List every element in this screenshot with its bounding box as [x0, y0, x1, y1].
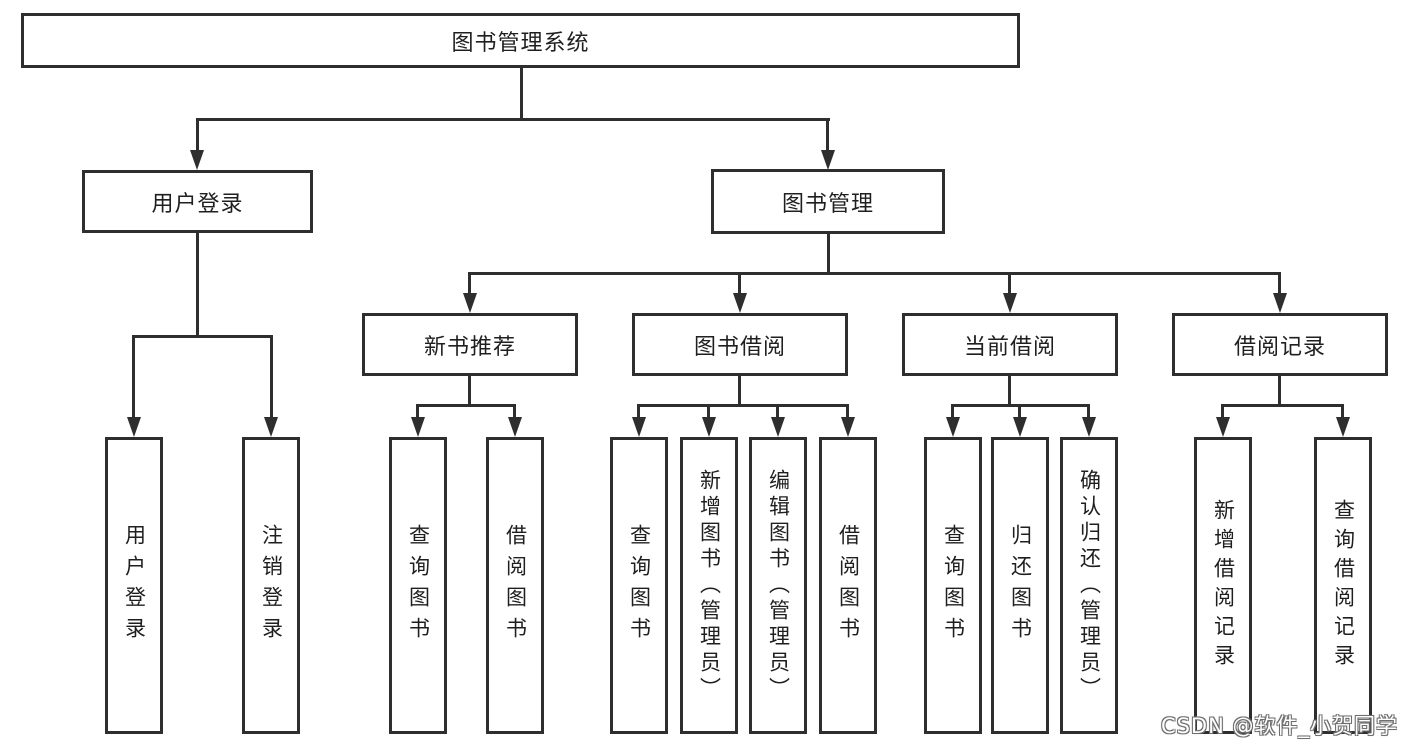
connector-rail	[637, 404, 849, 407]
connector-drop	[270, 337, 273, 418]
node-label: 归还图书	[1008, 523, 1033, 648]
node-label: 用户登录	[122, 523, 147, 648]
node-library-management-system: 图书管理系统	[21, 13, 1020, 68]
arrow-down	[1003, 293, 1017, 313]
node-user-login-leaf: 用户登录	[105, 437, 163, 734]
connector-drop	[776, 406, 779, 418]
node-query-books-borrowing: 查询图书	[610, 437, 668, 734]
node-book-borrowing: 图书借阅	[632, 313, 848, 376]
arrow-down	[190, 150, 204, 170]
node-label: 借阅记录	[1233, 334, 1326, 360]
connector-stem	[520, 68, 523, 121]
connector-drop	[846, 406, 849, 418]
connector-rail	[196, 118, 830, 121]
node-label: 图书借阅	[693, 334, 786, 360]
node-edit-books-admin: 编辑图书（管理员）	[749, 437, 807, 734]
connector-drop	[637, 406, 640, 418]
arrow-down	[946, 417, 960, 437]
node-label: 借阅图书	[836, 523, 861, 648]
node-label: 用户登录	[151, 191, 244, 217]
node-label: 查询图书	[941, 523, 966, 648]
connector-stem	[1278, 375, 1281, 406]
connector-drop	[468, 274, 471, 294]
watermark: CSDN @软件_小贺同学	[1160, 714, 1398, 738]
node-label: 编辑图书（管理员）	[766, 468, 791, 703]
node-borrow-books: 借阅图书	[819, 437, 877, 734]
arrow-down	[841, 417, 855, 437]
arrow-down	[127, 417, 141, 437]
arrow-down	[508, 417, 522, 437]
node-confirm-return-admin: 确认归还（管理员）	[1060, 437, 1118, 734]
connector-drop	[1018, 406, 1021, 418]
connector-drop	[951, 406, 954, 418]
node-new-book-recommendation: 新书推荐	[362, 313, 578, 376]
arrow-down	[1273, 293, 1287, 313]
node-label: 注销登录	[259, 523, 284, 648]
connector-drop	[1278, 274, 1281, 294]
node-label: 查询图书	[627, 523, 652, 648]
connector-stem	[827, 233, 830, 274]
connector-stem	[468, 375, 471, 406]
node-user-login: 用户登录	[82, 170, 313, 233]
arrow-down	[821, 150, 835, 170]
connector-drop	[738, 274, 741, 294]
connector-rail	[468, 272, 1281, 275]
node-label: 新书推荐	[423, 334, 516, 360]
node-label: 新增图书（管理员）	[697, 468, 722, 703]
arrow-down	[771, 417, 785, 437]
arrow-down	[463, 293, 477, 313]
node-label: 查询借阅记录	[1331, 498, 1356, 673]
connector-stem	[738, 375, 741, 406]
node-label: 查询图书	[406, 523, 431, 648]
node-query-borrow-record: 查询借阅记录	[1314, 437, 1372, 734]
connector-rail	[132, 335, 273, 338]
connector-drop	[826, 120, 829, 152]
node-label: 确认归还（管理员）	[1077, 468, 1102, 703]
node-query-books-current: 查询图书	[924, 437, 982, 734]
connector-drop	[1341, 406, 1344, 418]
connector-stem	[1008, 375, 1011, 406]
node-label: 图书管理系统	[451, 30, 590, 56]
arrow-down	[632, 417, 646, 437]
node-add-books-admin: 新增图书（管理员）	[680, 437, 738, 734]
connector-drop	[416, 406, 419, 418]
arrow-down	[1013, 417, 1027, 437]
arrow-down	[264, 417, 278, 437]
arrow-down	[1216, 417, 1230, 437]
arrow-down	[411, 417, 425, 437]
node-label: 图书管理	[781, 191, 874, 217]
connector-drop	[1008, 274, 1011, 294]
node-label: 借阅图书	[503, 523, 528, 648]
connector-drop	[1221, 406, 1224, 418]
node-book-management: 图书管理	[711, 169, 945, 234]
node-label: 当前借阅	[963, 334, 1056, 360]
arrow-down	[733, 293, 747, 313]
connector-rail	[951, 404, 1090, 407]
connector-drop	[513, 406, 516, 418]
connector-stem	[196, 232, 199, 336]
node-label: 新增借阅记录	[1211, 498, 1236, 673]
node-query-books-recommend: 查询图书	[389, 437, 447, 734]
node-add-borrow-record: 新增借阅记录	[1194, 437, 1252, 734]
arrow-down	[1082, 417, 1096, 437]
connector-drop	[707, 406, 710, 418]
connector-drop	[1087, 406, 1090, 418]
node-borrowing-records: 借阅记录	[1172, 313, 1388, 376]
arrow-down	[1336, 417, 1350, 437]
node-borrow-books-recommend: 借阅图书	[486, 437, 544, 734]
connector-rail	[416, 404, 516, 407]
connector-drop	[196, 120, 199, 152]
connector-drop	[132, 337, 135, 418]
node-return-books: 归还图书	[991, 437, 1049, 734]
connector-rail	[1221, 404, 1344, 407]
node-current-borrowing: 当前借阅	[902, 313, 1118, 376]
node-logout: 注销登录	[242, 437, 300, 734]
arrow-down	[702, 417, 716, 437]
